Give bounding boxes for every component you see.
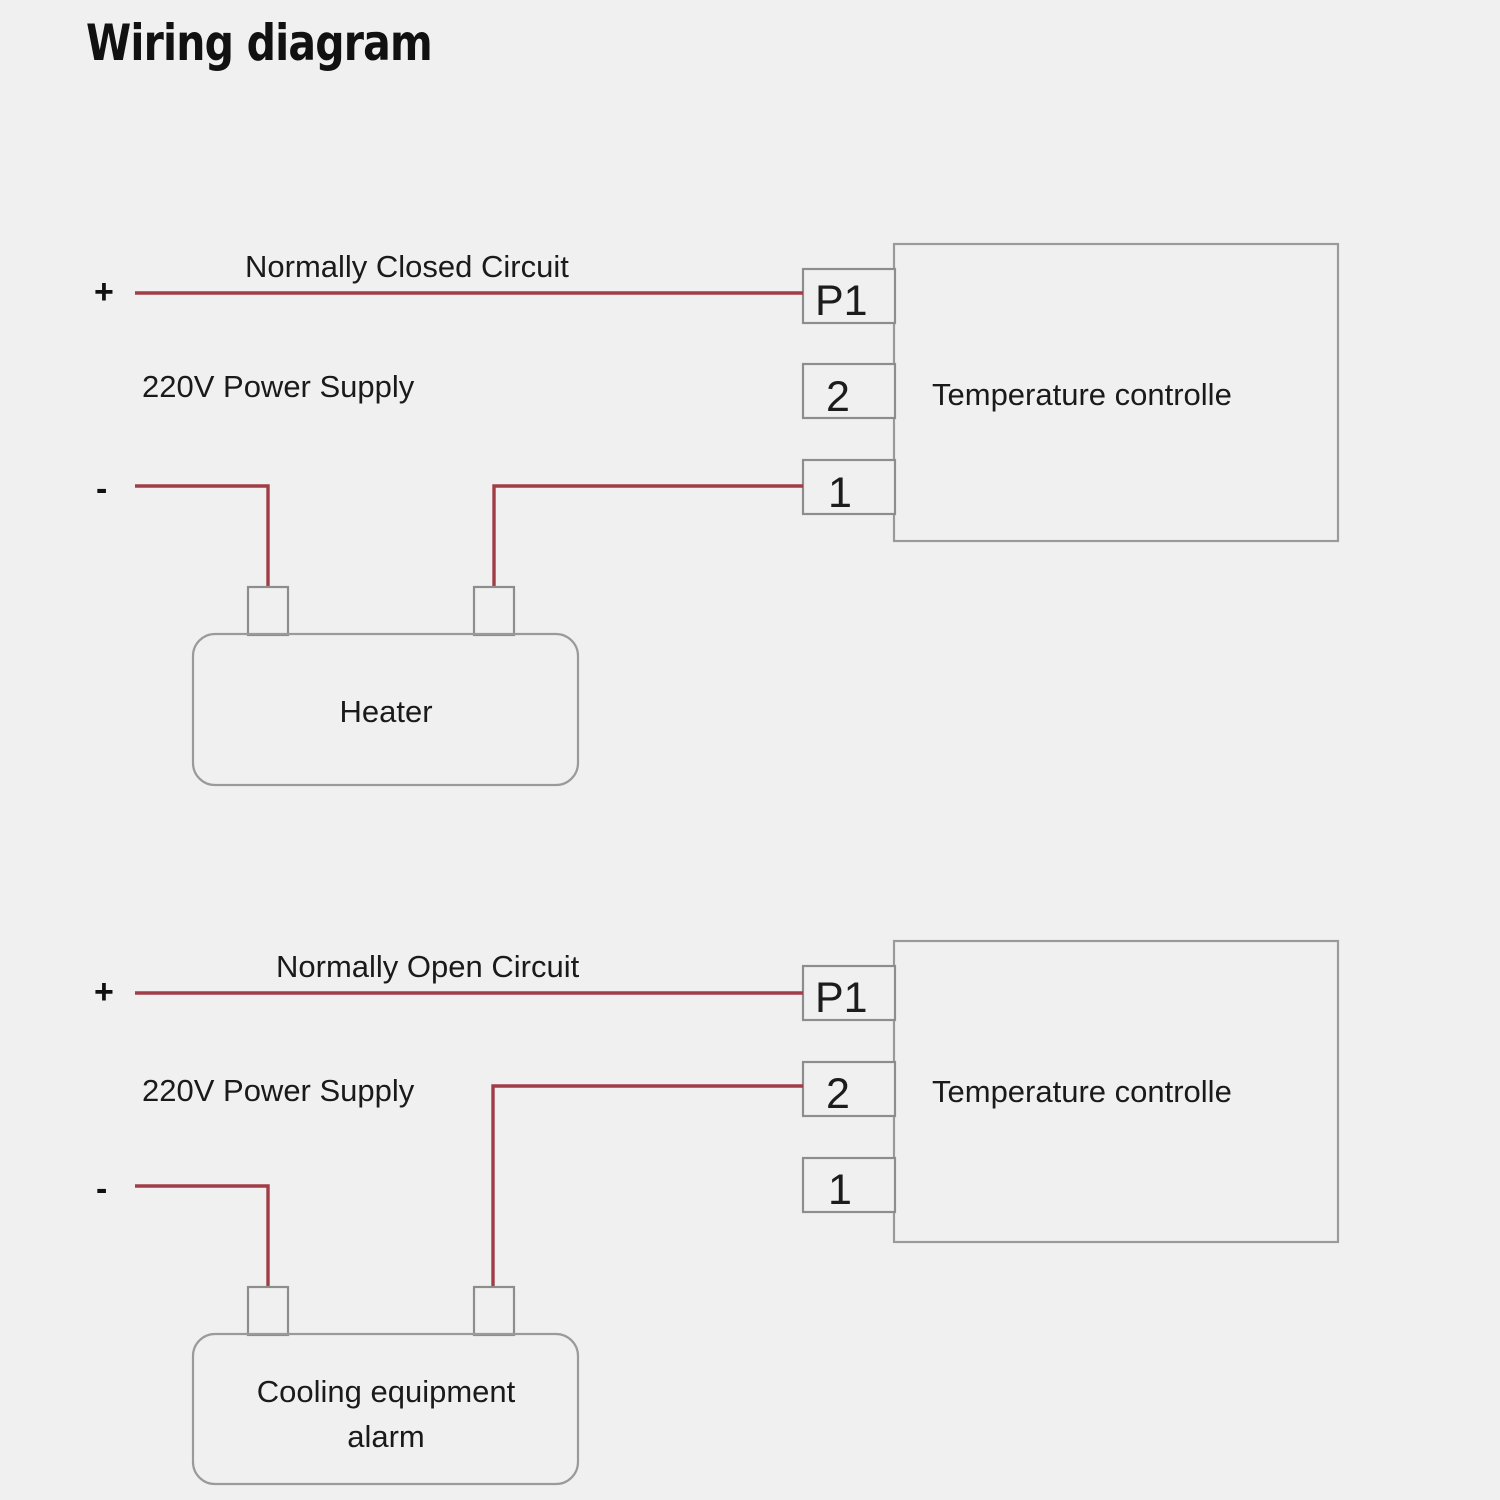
cooling-tab-right xyxy=(472,1285,516,1337)
terminal-block-1-1[interactable] xyxy=(801,458,897,516)
supply-label-2: 220V Power Supply xyxy=(142,1073,415,1108)
supply-label-1: 220V Power Supply xyxy=(142,369,415,404)
diagram-normally-closed: P1 2 1 Temperature controlle Normally Cl… xyxy=(94,242,1340,787)
diagram-normally-open: P1 2 1 Temperature controlle Normally Op… xyxy=(94,939,1340,1486)
controller-label-1: Temperature controlle xyxy=(932,377,1232,412)
terminal-block-1-2[interactable] xyxy=(801,1156,897,1214)
circuit-type-label-2: Normally Open Circuit xyxy=(276,949,580,984)
heater-tab-right xyxy=(472,585,516,637)
plus-terminal-1: + xyxy=(94,273,114,311)
cooling-label-line1: Cooling equipment xyxy=(257,1374,516,1409)
wire-minus-to-cooler-left-2 xyxy=(135,1184,270,1300)
cooling-label-line2: alarm xyxy=(347,1419,425,1454)
controller-label-2: Temperature controlle xyxy=(932,1074,1232,1109)
terminal-label-p1-2: P1 xyxy=(815,974,868,1022)
wire-minus-to-heater-left-1 xyxy=(135,484,270,600)
terminal-block-2-2[interactable] xyxy=(801,1060,897,1118)
terminal-label-1-2: 1 xyxy=(828,1166,852,1214)
terminal-block-2-1[interactable] xyxy=(801,362,897,420)
heater-tab-left xyxy=(246,585,290,637)
circuit-type-label-1: Normally Closed Circuit xyxy=(245,249,569,284)
terminal-label-2-1: 2 xyxy=(826,373,850,421)
terminal-block-p1-1[interactable] xyxy=(801,267,897,325)
wire-terminal1-to-heater-right-1 xyxy=(492,484,803,600)
plus-terminal-2: + xyxy=(94,973,114,1011)
terminal-label-p1-1: P1 xyxy=(815,277,868,325)
minus-terminal-1: - xyxy=(96,470,107,508)
terminal-label-1-1: 1 xyxy=(828,469,852,517)
heater-box xyxy=(191,632,580,787)
page-title: Wiring diagram xyxy=(86,14,433,72)
cooling-equipment-box xyxy=(191,1332,580,1486)
heater-label: Heater xyxy=(339,694,432,729)
wire-terminal2-to-cooler-right-2 xyxy=(491,1084,803,1300)
terminal-label-2-2: 2 xyxy=(826,1070,850,1118)
cooling-tab-left xyxy=(246,1285,290,1337)
minus-terminal-2: - xyxy=(96,1170,107,1208)
terminal-block-p1-2[interactable] xyxy=(801,964,897,1022)
